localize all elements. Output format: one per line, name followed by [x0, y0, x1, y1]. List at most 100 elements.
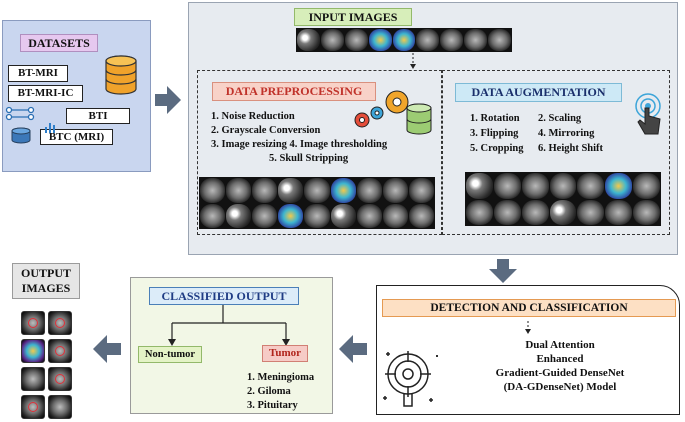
model-line-1: Dual Attention — [525, 339, 595, 351]
augmentation-image — [549, 173, 577, 199]
arrow-to-detection — [489, 259, 517, 283]
preprocessing-image — [408, 203, 434, 228]
dataset-bt-mri: BT-MRI — [8, 65, 68, 82]
dataset-bt-mri-ic: BT-MRI-IC — [8, 85, 83, 102]
preprocessing-image — [330, 178, 356, 203]
input-image — [440, 29, 464, 51]
output-image — [21, 395, 45, 419]
output-image — [48, 311, 72, 335]
classified-title: CLASSIFIED OUTPUT — [149, 287, 299, 305]
preprocessing-step-2: 2. Grayscale Conversion — [211, 125, 321, 136]
augmentation-step-4: 4. Mirroring — [538, 128, 595, 139]
preprocessing-image — [252, 203, 278, 228]
preprocessing-image — [304, 203, 330, 228]
preprocessing-title: DATA PREPROCESSING — [212, 82, 376, 101]
database-icon — [105, 55, 137, 95]
output-image — [48, 367, 72, 391]
augmentation-image — [577, 173, 605, 199]
preprocessing-image — [278, 178, 304, 203]
input-image — [320, 29, 344, 51]
output-image — [21, 339, 45, 363]
input-image — [344, 29, 368, 51]
output-image — [21, 311, 45, 335]
augmentation-step-3: 3. Flipping — [470, 128, 519, 139]
output-title-line-1: OUTPUT — [20, 266, 71, 280]
gears-database-icon — [354, 90, 432, 135]
preprocessing-image — [356, 203, 382, 228]
augmentation-step-6: 6. Height Shift — [538, 143, 604, 154]
preprocessing-step-4: 5. Skull Stripping — [269, 153, 349, 164]
augmentation-image — [633, 173, 660, 199]
preprocessing-image — [226, 178, 252, 203]
augmentation-image — [605, 173, 633, 199]
target-magnifier-icon — [383, 351, 438, 407]
tumor-label: Tumor — [262, 345, 308, 362]
output-image — [48, 395, 72, 419]
tumor-type-2: 2. Giloma — [247, 386, 291, 397]
augmentation-image-grid — [465, 172, 661, 226]
augmentation-step-5: 5. Cropping — [470, 143, 524, 154]
arrow-datasets-to-input — [155, 86, 181, 114]
model-line-3: Gradient-Guided DenseNet — [495, 367, 625, 379]
model-line-4: (DA-GDenseNet) Model — [503, 381, 617, 393]
augmentation-image — [493, 173, 521, 199]
preprocessing-step-1: 1. Noise Reduction — [211, 111, 295, 122]
input-images-strip — [296, 28, 512, 52]
touch-icon — [635, 93, 661, 135]
augmentation-image — [577, 199, 605, 225]
tumor-type-1: 1. Meningioma — [247, 372, 315, 383]
tumor-type-3: 3. Pituitary — [247, 400, 298, 411]
tumor-type-list: 1. Meningioma 2. Giloma 3. Pituitary — [247, 371, 314, 413]
non-tumor-label: Non-tumor — [138, 346, 202, 363]
preprocessing-image — [382, 203, 408, 228]
connector-arrow — [410, 53, 416, 69]
data-network-icon — [5, 106, 55, 144]
augmentation-image — [633, 199, 660, 225]
augmentation-box — [442, 70, 670, 235]
preprocessing-image — [278, 203, 304, 228]
preprocessing-image — [408, 178, 434, 203]
preprocessing-image — [252, 178, 278, 203]
input-image — [297, 29, 320, 51]
preprocessing-image — [356, 178, 382, 203]
augmentation-image — [521, 173, 549, 199]
input-image — [488, 29, 512, 51]
detection-connector — [525, 321, 531, 334]
model-line-2: Enhanced — [536, 353, 584, 365]
augmentation-image — [521, 199, 549, 225]
output-images-title: OUTPUT IMAGES — [12, 263, 80, 299]
input-image — [392, 29, 416, 51]
arrow-to-classified — [339, 335, 367, 363]
classification-branch-lines — [168, 305, 290, 346]
detection-title: DETECTION AND CLASSIFICATION — [382, 299, 676, 317]
augmentation-image — [466, 199, 493, 225]
preprocessing-image — [200, 178, 226, 203]
model-description: Dual Attention Enhanced Gradient-Guided … — [460, 338, 660, 394]
preprocessing-image — [304, 178, 330, 203]
datasets-title: DATASETS — [20, 34, 98, 52]
augmentation-step-2: 2. Scaling — [538, 113, 582, 124]
preprocessing-box — [197, 70, 442, 235]
preprocessing-image-grid — [199, 177, 435, 229]
input-image — [464, 29, 488, 51]
input-images-title: INPUT IMAGES — [294, 8, 412, 26]
output-image — [21, 367, 45, 391]
augmentation-image — [549, 199, 577, 225]
arrow-to-output — [93, 335, 121, 363]
input-image — [416, 29, 440, 51]
augmentation-image — [493, 199, 521, 225]
output-image — [48, 339, 72, 363]
augmentation-title: DATA AUGMENTATION — [455, 83, 622, 102]
preprocessing-image — [330, 203, 356, 228]
preprocessing-image — [200, 203, 226, 228]
input-image — [368, 29, 392, 51]
dataset-bti: BTI — [66, 108, 130, 124]
dataset-btc-mri: BTC (MRI) — [40, 129, 113, 145]
preprocessing-image — [382, 178, 408, 203]
output-title-line-2: IMAGES — [21, 281, 71, 295]
preprocessing-step-3: 3. Image resizing 4. Image thresholding — [211, 139, 388, 150]
preprocessing-image — [226, 203, 252, 228]
augmentation-image — [605, 199, 633, 225]
augmentation-step-1: 1. Rotation — [470, 113, 520, 124]
augmentation-image — [466, 173, 493, 199]
